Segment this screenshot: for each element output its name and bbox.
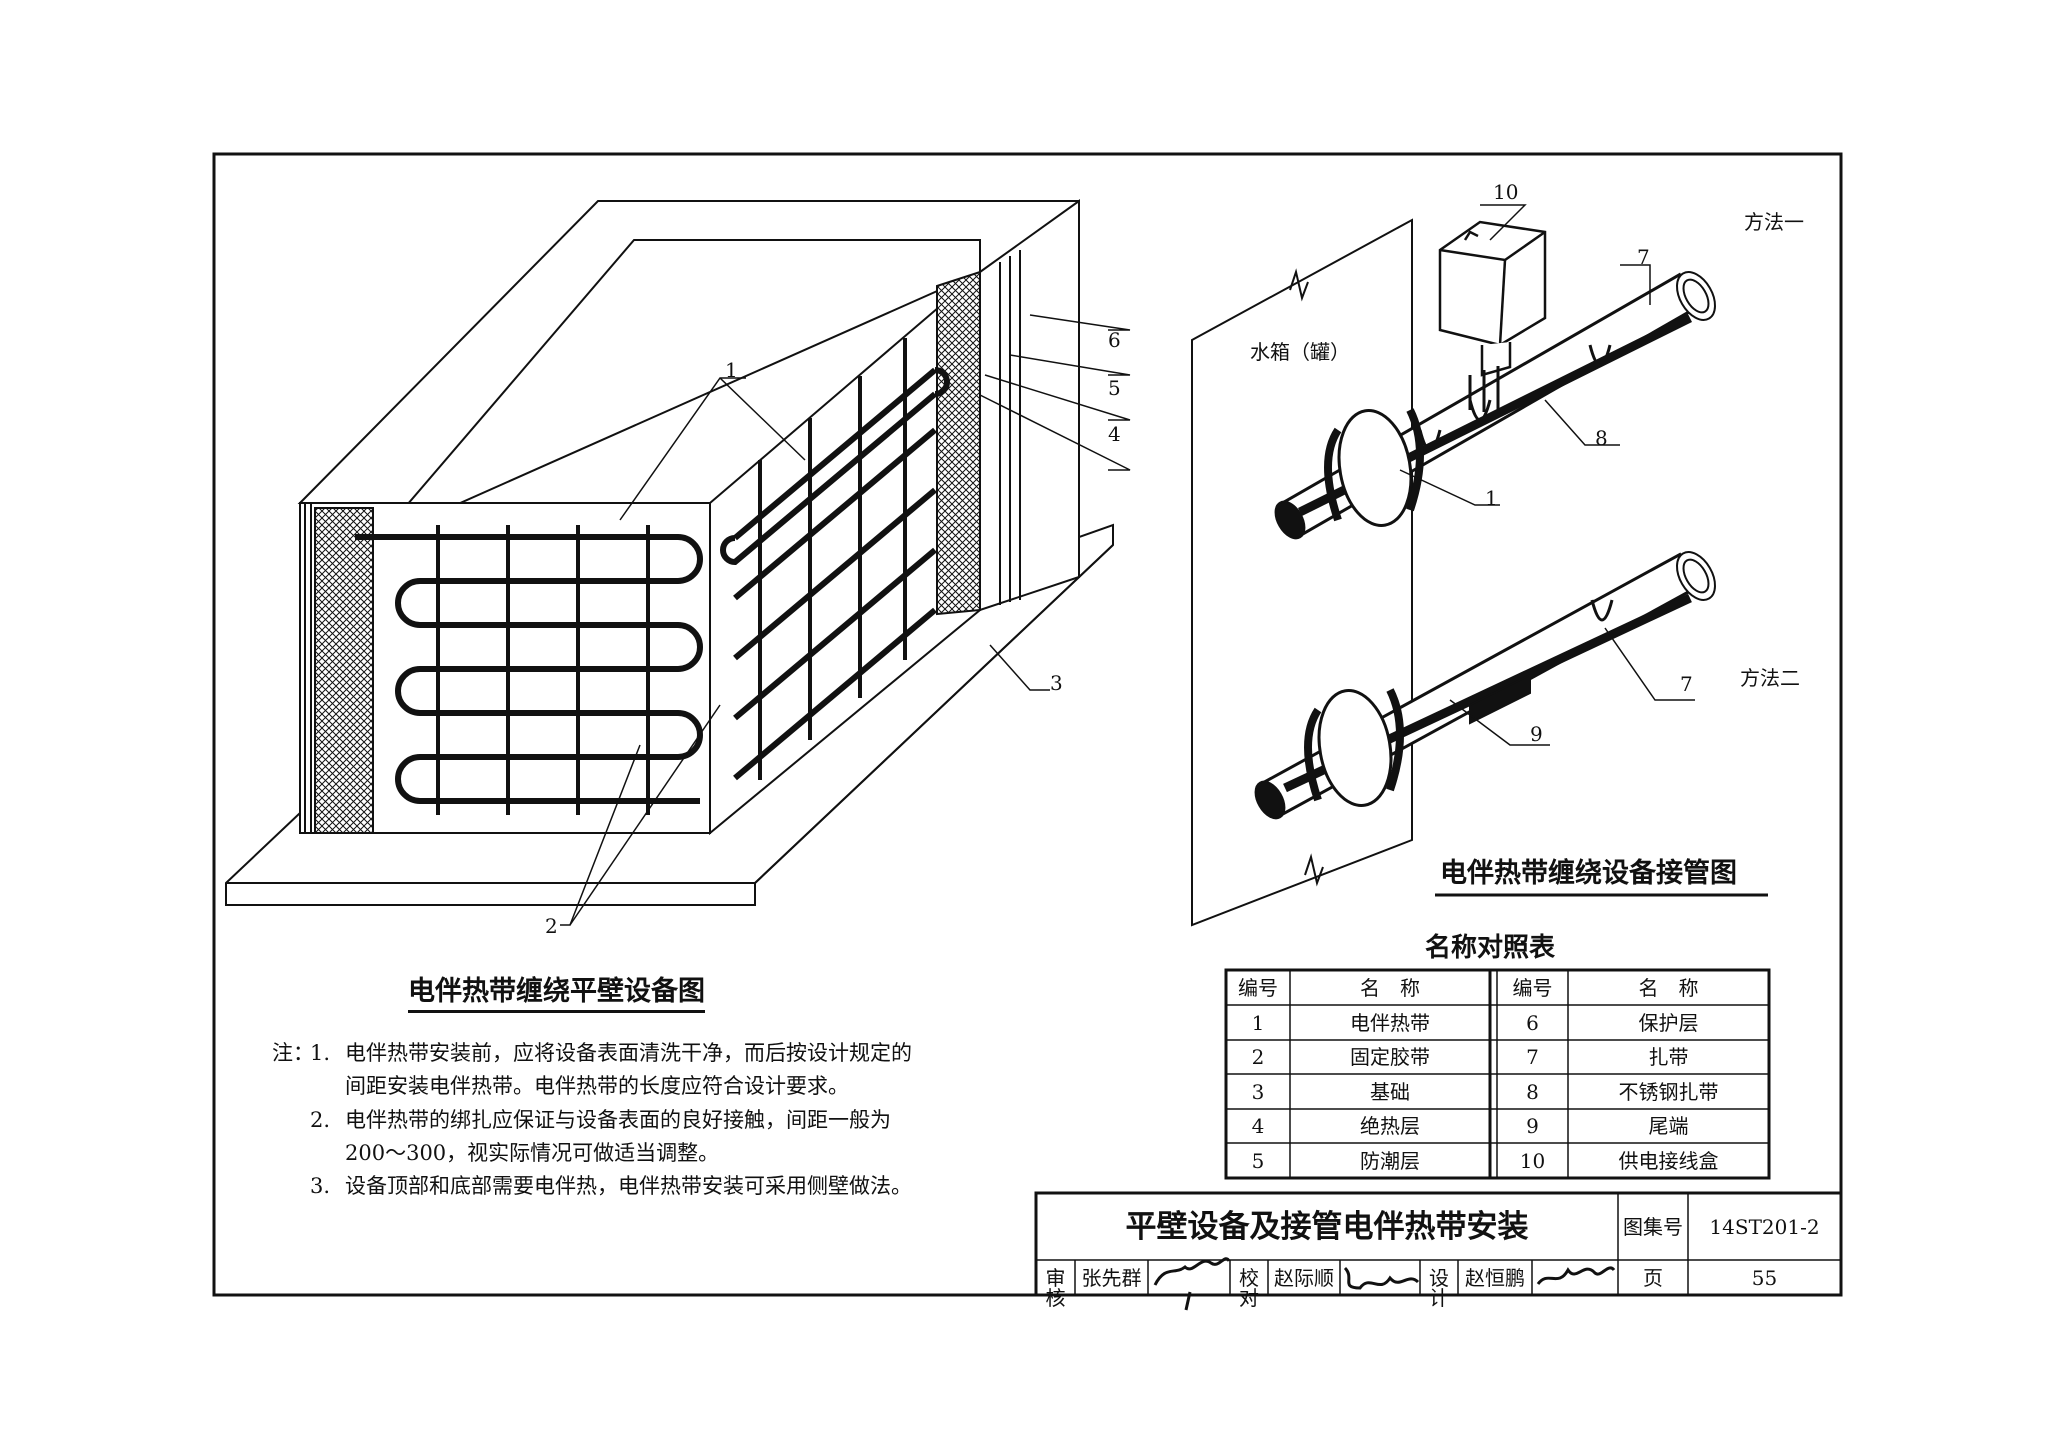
legend-table-title: 名称对照表 (1425, 933, 1556, 963)
legend-row-1-name-right: 保护层 (1638, 1011, 1699, 1035)
legend-header-no-left: 编号 (1238, 976, 1278, 1000)
legend-row-5-no-left: 5 (1251, 1149, 1265, 1173)
legend-header-no-right: 编号 (1512, 976, 1553, 1000)
tank-label: 水箱（罐） (1250, 340, 1350, 364)
callout-left-1: 1 (725, 358, 738, 382)
callout-left-2: 2 (545, 914, 558, 938)
pipe-connection-drawing (1191, 204, 1716, 927)
callout-right-7b: 7 (1680, 672, 1693, 696)
checker-name: 赵际顺 (1274, 1266, 1334, 1290)
legend-row-2-name-left: 固定胶带 (1350, 1045, 1430, 1069)
legend-row-1-no-left: 1 (1251, 1011, 1265, 1035)
note-3-line-1: 设备顶部和底部需要电伴热，电伴热带安装可采用侧壁做法。 (345, 1174, 912, 1198)
drawing-frame (212, 152, 1843, 1297)
legend-row-1-no-right: 6 (1526, 1011, 1539, 1035)
callout-left-4: 4 (1108, 422, 1121, 446)
review-label: 审核 (1045, 1266, 1066, 1310)
reviewer-name: 张先群 (1081, 1266, 1142, 1290)
method2-pipe (1254, 551, 1716, 820)
note-3-number: 3. (310, 1174, 331, 1198)
note-1-number: 1. (310, 1041, 331, 1065)
legend-row-4-no-left: 4 (1251, 1114, 1265, 1138)
callout-left-6: 6 (1108, 328, 1121, 352)
legend-row-5-name-right: 供电接线盒 (1618, 1149, 1719, 1173)
tank-wall (1191, 218, 1413, 927)
atlas-number: 14ST201-2 (1709, 1215, 1820, 1239)
note-1-line-2: 间距安装电伴热带。电伴热带的长度应符合设计要求。 (345, 1074, 849, 1098)
legend-row-3-no-right: 8 (1526, 1080, 1539, 1104)
heat-tracing-cable-side (720, 367, 950, 781)
legend-row-3-no-left: 3 (1251, 1080, 1265, 1104)
check-label: 校对 (1239, 1266, 1259, 1310)
legend-row-4-no-right: 9 (1526, 1114, 1539, 1138)
right-leader-lines (1399, 204, 1695, 746)
legend-row-4-name-left: 绝热层 (1360, 1114, 1420, 1138)
legend-row-2-no-left: 2 (1251, 1045, 1265, 1069)
page-number: 55 (1751, 1266, 1778, 1290)
design-label: 设计 (1429, 1266, 1449, 1310)
left-leader-lines (560, 314, 1131, 926)
fixing-tapes-front (436, 525, 650, 815)
signatures (1153, 1257, 1616, 1311)
method-two-label: 方法二 (1740, 666, 1800, 690)
legend-row-5-no-right: 10 (1519, 1149, 1546, 1173)
legend-row-3-name-right: 不锈钢扎带 (1618, 1080, 1719, 1104)
legend-row-5-name-left: 防潮层 (1360, 1149, 1420, 1173)
callout-right-1: 1 (1485, 486, 1498, 510)
legend-row-4-name-right: 尾端 (1648, 1114, 1689, 1138)
designer-name: 赵恒鹏 (1465, 1266, 1525, 1290)
callout-right-8: 8 (1595, 426, 1608, 450)
notes-prefix: 注： (272, 1041, 314, 1065)
callout-left-3: 3 (1050, 671, 1063, 695)
flat-wall-equipment-drawing (225, 199, 1131, 926)
callout-right-10: 10 (1493, 180, 1519, 204)
insulation-layer-side (936, 270, 981, 616)
title-block-grid (1034, 1191, 1843, 1297)
atlas-label: 图集号 (1623, 1215, 1683, 1239)
legend-row-3-name-left: 基础 (1370, 1080, 1410, 1104)
callout-right-7a: 7 (1637, 245, 1650, 269)
legend-header-name-left: 名 称 (1360, 976, 1420, 1000)
page-label: 页 (1643, 1266, 1663, 1290)
left-figure-title: 电伴热带缠绕平壁设备图 (408, 978, 705, 1013)
title-block-title: 平壁设备及接管电伴热带安装 (1125, 1209, 1529, 1245)
callout-left-5: 5 (1108, 376, 1121, 400)
legend-table-grid (1224, 968, 1771, 1180)
heat-tracing-cable-front (355, 534, 703, 804)
method-one-label: 方法一 (1744, 210, 1804, 234)
note-2-number: 2. (310, 1108, 331, 1132)
note-2-line-1: 电伴热带的绑扎应保证与设备表面的良好接触，间距一般为 (345, 1108, 891, 1132)
legend-row-1-name-left: 电伴热带 (1350, 1011, 1430, 1035)
method1-pipe (1274, 271, 1716, 540)
fixing-tapes-side (758, 338, 907, 780)
right-figure-title: 电伴热带缠绕设备接管图 (1440, 858, 1737, 889)
note-1-line-1: 电伴热带安装前，应将设备表面清洗干净，而后按设计规定的 (345, 1041, 912, 1065)
note-2-line-2: 200～300，视实际情况可做适当调整。 (345, 1141, 720, 1165)
insulation-layer-front (314, 507, 374, 834)
callout-right-9: 9 (1530, 722, 1543, 746)
legend-row-2-no-right: 7 (1526, 1045, 1539, 1069)
junction-box (1438, 220, 1547, 412)
legend-row-2-name-right: 扎带 (1648, 1045, 1689, 1069)
legend-header-name-right: 名 称 (1638, 976, 1699, 1000)
